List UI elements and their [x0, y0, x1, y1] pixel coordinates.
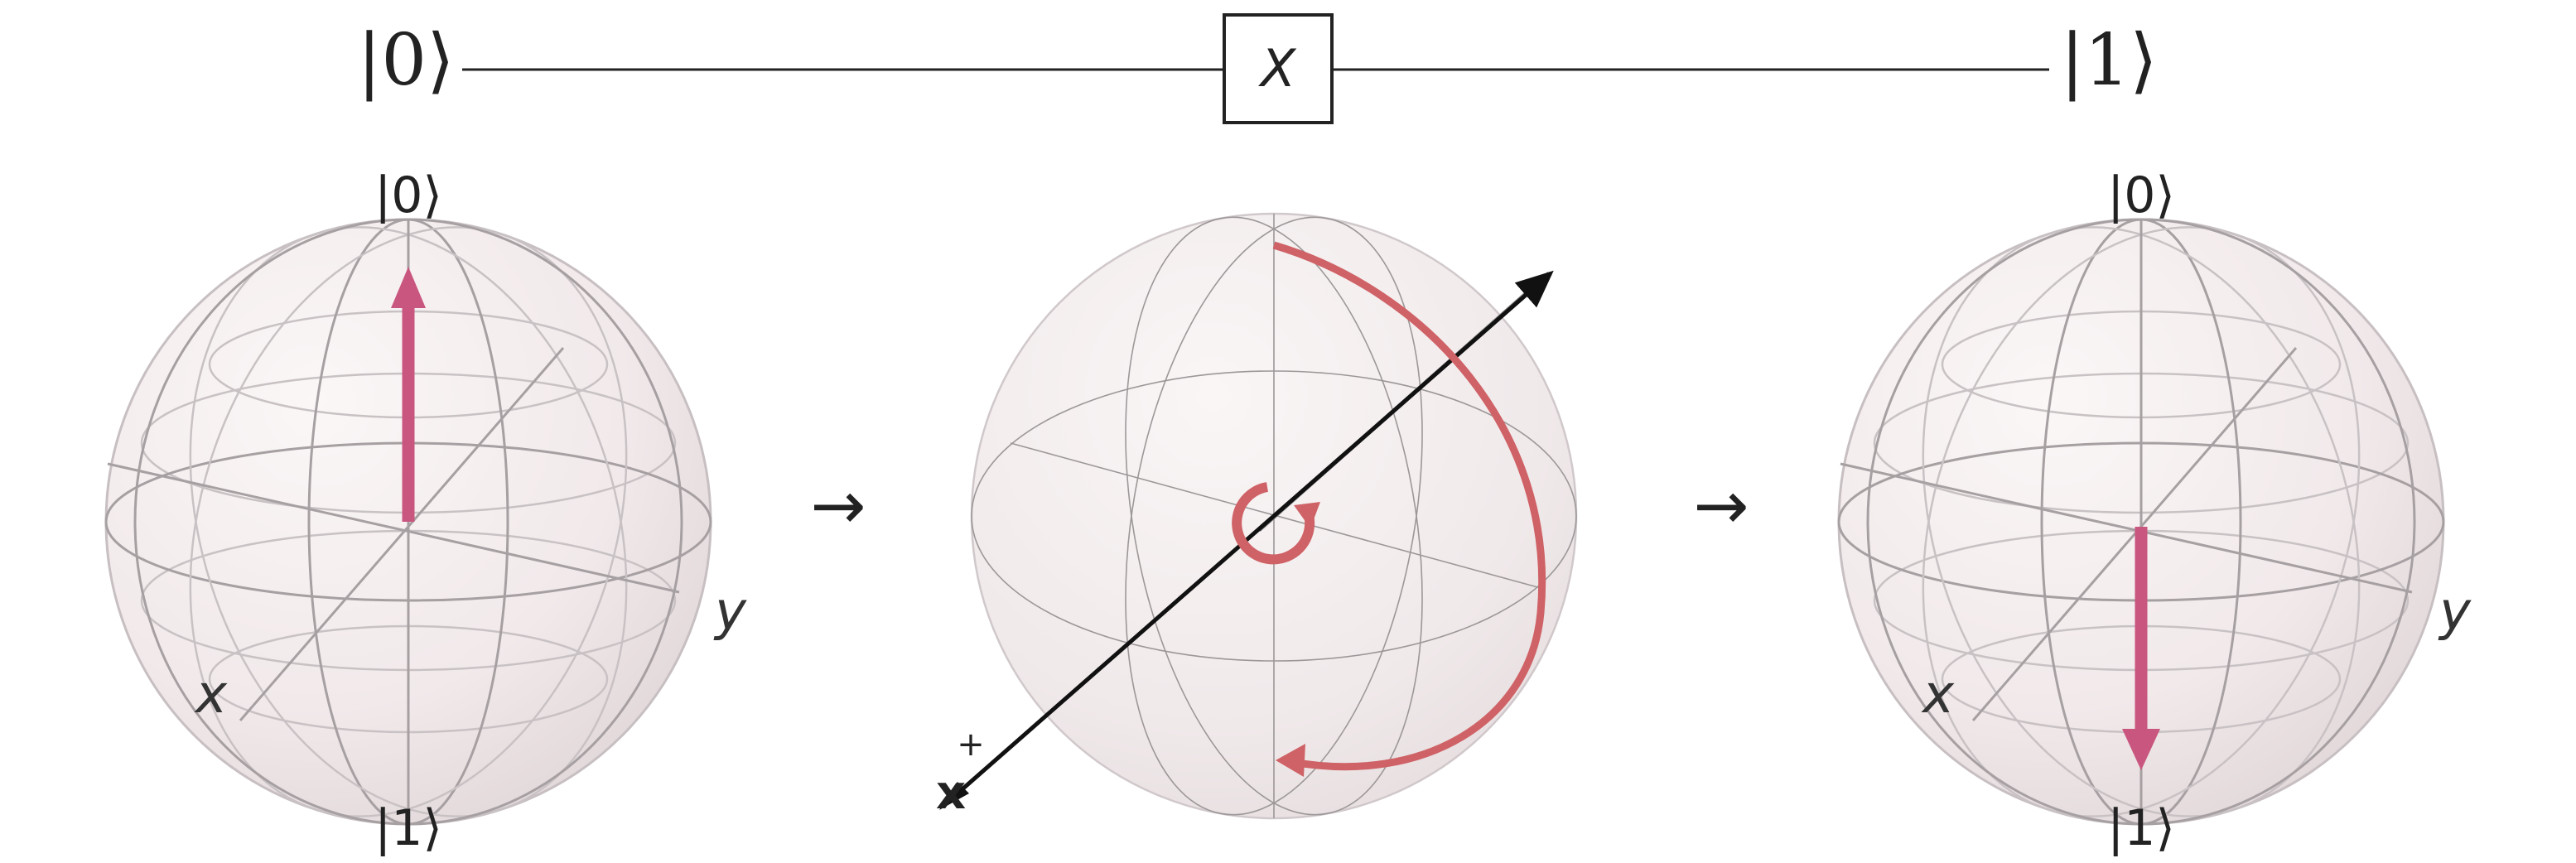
bloch-sphere-final: |0⟩ |1⟩ x y [1837, 166, 2472, 857]
rotation-path-head [1276, 744, 1305, 777]
sphere3-bottom-label: |1⟩ [2107, 799, 2175, 857]
circuit-input-state: |0⟩ [357, 19, 454, 102]
transition-arrow-1: → [810, 467, 866, 544]
bloch-sphere-rotation: + x [936, 212, 1578, 820]
rotation-indicator-arc [1232, 482, 1315, 565]
state-vector-down-head [2122, 729, 2160, 770]
x-gate-label: X [1258, 38, 1297, 99]
sphere1-bottom-label: |1⟩ [374, 799, 442, 857]
transition-arrow-2: → [1693, 467, 1749, 544]
rotation-axis-sign: + [957, 726, 985, 764]
rotation-path [1272, 241, 1546, 771]
rotation-axis-label: x [936, 766, 966, 820]
bloch-sphere-initial: |0⟩ |1⟩ x y [104, 166, 747, 857]
rotation-axis [943, 270, 1554, 807]
sphere1-top-label: |0⟩ [374, 166, 442, 224]
sphere3-y-axis-label: y [2438, 581, 2472, 643]
sphere1-y-axis-label: y [713, 581, 747, 643]
sphere3-top-label: |0⟩ [2107, 166, 2175, 224]
state-vector-up-head [391, 267, 426, 308]
sphere1-x-axis-label: x [194, 664, 228, 726]
circuit: |0⟩ X |1⟩ [357, 13, 2158, 124]
rotation-indicator-head [1294, 502, 1320, 528]
sphere3-x-axis-label: x [1921, 664, 1955, 726]
rotation-axis-tail-head [939, 782, 969, 810]
circuit-output-state: |1⟩ [2060, 19, 2157, 102]
